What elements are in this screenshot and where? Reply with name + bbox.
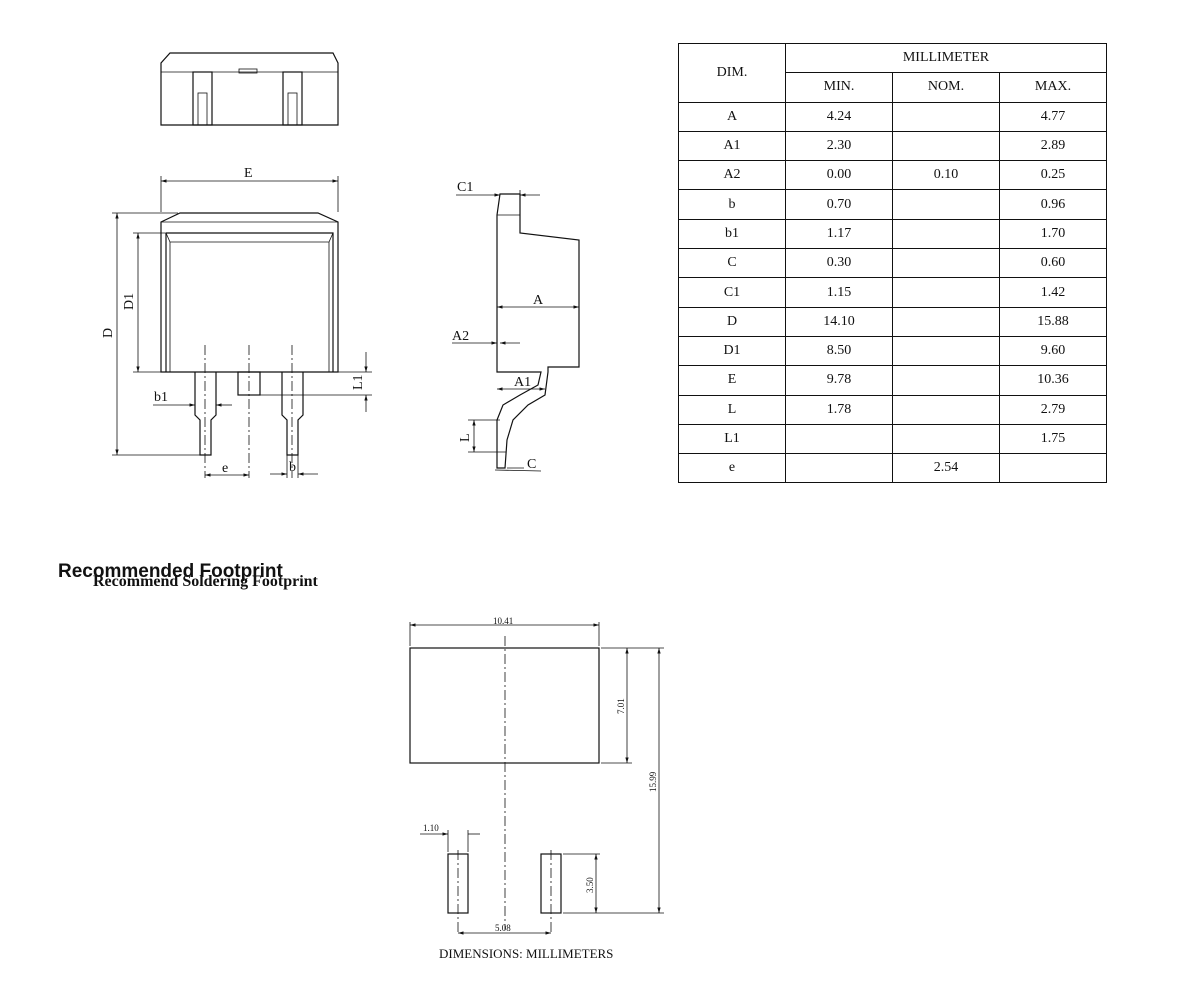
cell-nom: 2.54 bbox=[892, 453, 1000, 484]
label-e: e bbox=[222, 461, 228, 476]
fp-dim-width: 10.41 bbox=[493, 616, 513, 626]
fp-dim-lead-height: 3.50 bbox=[585, 877, 595, 893]
cell-dim: b bbox=[678, 189, 786, 220]
table-row: e 2.54 bbox=[678, 453, 1107, 484]
cell-max: 4.77 bbox=[999, 101, 1107, 132]
cell-min: 1.78 bbox=[785, 394, 893, 425]
fp-dim-pitch: 5.08 bbox=[495, 923, 511, 933]
cell-max: 1.42 bbox=[999, 277, 1107, 308]
label-D: D bbox=[101, 328, 116, 338]
header-max: MAX. bbox=[999, 72, 1107, 103]
cell-min: 4.24 bbox=[785, 101, 893, 132]
table-row: L1 1.75 bbox=[678, 423, 1107, 455]
cell-max: 9.60 bbox=[999, 335, 1107, 367]
label-A1: A1 bbox=[514, 375, 531, 390]
cell-min: 0.00 bbox=[785, 160, 893, 191]
label-C: C bbox=[527, 457, 536, 472]
cell-dim: A bbox=[678, 101, 786, 132]
cell-dim: C1 bbox=[678, 277, 786, 308]
cell-dim: D bbox=[678, 306, 786, 337]
label-b1: b1 bbox=[154, 390, 168, 405]
fp-dim-total-height: 15.99 bbox=[648, 771, 658, 792]
package-side-view bbox=[452, 190, 580, 472]
cell-max: 0.96 bbox=[999, 189, 1107, 220]
label-C1: C1 bbox=[457, 180, 473, 195]
cell-min: 14.10 bbox=[785, 306, 893, 337]
label-E: E bbox=[244, 166, 253, 181]
cell-min: 0.70 bbox=[785, 189, 893, 220]
cell-nom bbox=[892, 394, 1000, 425]
cell-dim: A1 bbox=[678, 130, 786, 162]
cell-nom bbox=[892, 335, 1000, 367]
fp-dim-pad-height: 7.01 bbox=[616, 698, 626, 714]
footprint-drawing: 10.41 7.01 15.99 3.50 1.10 5.08 bbox=[409, 616, 664, 935]
cell-dim: D1 bbox=[678, 335, 786, 367]
cell-min: 1.17 bbox=[785, 218, 893, 250]
header-min: MIN. bbox=[785, 72, 893, 103]
cell-min: 9.78 bbox=[785, 365, 893, 396]
cell-dim: A2 bbox=[678, 160, 786, 191]
header-millimeter: MILLIMETER bbox=[785, 42, 1107, 74]
cell-nom bbox=[892, 277, 1000, 308]
cell-max: 15.88 bbox=[999, 306, 1107, 337]
label-b: b bbox=[289, 460, 296, 475]
cell-min: 8.50 bbox=[785, 335, 893, 367]
header-nom: NOM. bbox=[892, 72, 1000, 103]
label-L1: L1 bbox=[351, 374, 366, 390]
cell-dim: C bbox=[678, 248, 786, 279]
cell-nom bbox=[892, 306, 1000, 337]
cell-dim: b1 bbox=[678, 218, 786, 250]
cell-nom bbox=[892, 365, 1000, 396]
cell-nom bbox=[892, 101, 1000, 132]
cell-nom bbox=[892, 423, 1000, 455]
cell-dim: L1 bbox=[678, 423, 786, 455]
cell-max bbox=[999, 453, 1107, 484]
cell-dim: e bbox=[678, 453, 786, 484]
footprint-subtitle: Recommend Soldering Footprint bbox=[93, 573, 318, 590]
label-L: L bbox=[458, 433, 473, 442]
cell-nom bbox=[892, 189, 1000, 220]
label-A2: A2 bbox=[452, 329, 469, 344]
cell-max: 0.25 bbox=[999, 160, 1107, 191]
cell-max: 10.36 bbox=[999, 365, 1107, 396]
footprint-title: Recommended Footprint bbox=[58, 561, 283, 582]
cell-max: 1.75 bbox=[999, 423, 1107, 455]
cell-max: 2.89 bbox=[999, 130, 1107, 162]
cell-max: 2.79 bbox=[999, 394, 1107, 425]
cell-nom bbox=[892, 130, 1000, 162]
cell-dim: E bbox=[678, 365, 786, 396]
label-D1: D1 bbox=[122, 293, 137, 310]
package-front-view bbox=[112, 176, 372, 478]
cell-nom bbox=[892, 218, 1000, 250]
cell-min: 2.30 bbox=[785, 130, 893, 162]
package-end-view bbox=[160, 52, 339, 126]
cell-nom: 0.10 bbox=[892, 160, 1000, 191]
header-dim: DIM. bbox=[678, 43, 786, 103]
fp-dim-lead-width: 1.10 bbox=[423, 823, 439, 833]
cell-min bbox=[785, 423, 893, 455]
cell-min bbox=[785, 453, 893, 484]
dimension-labels: E D D1 b1 e b L1 C1 A A2 A1 L C bbox=[101, 166, 544, 476]
cell-min: 1.15 bbox=[785, 277, 893, 308]
cell-min: 0.30 bbox=[785, 248, 893, 279]
cell-max: 0.60 bbox=[999, 248, 1107, 279]
dimensions-note: DIMENSIONS: MILLIMETERS bbox=[439, 946, 614, 961]
cell-max: 1.70 bbox=[999, 218, 1107, 250]
label-A: A bbox=[533, 293, 544, 308]
cell-nom bbox=[892, 248, 1000, 279]
cell-dim: L bbox=[678, 394, 786, 425]
